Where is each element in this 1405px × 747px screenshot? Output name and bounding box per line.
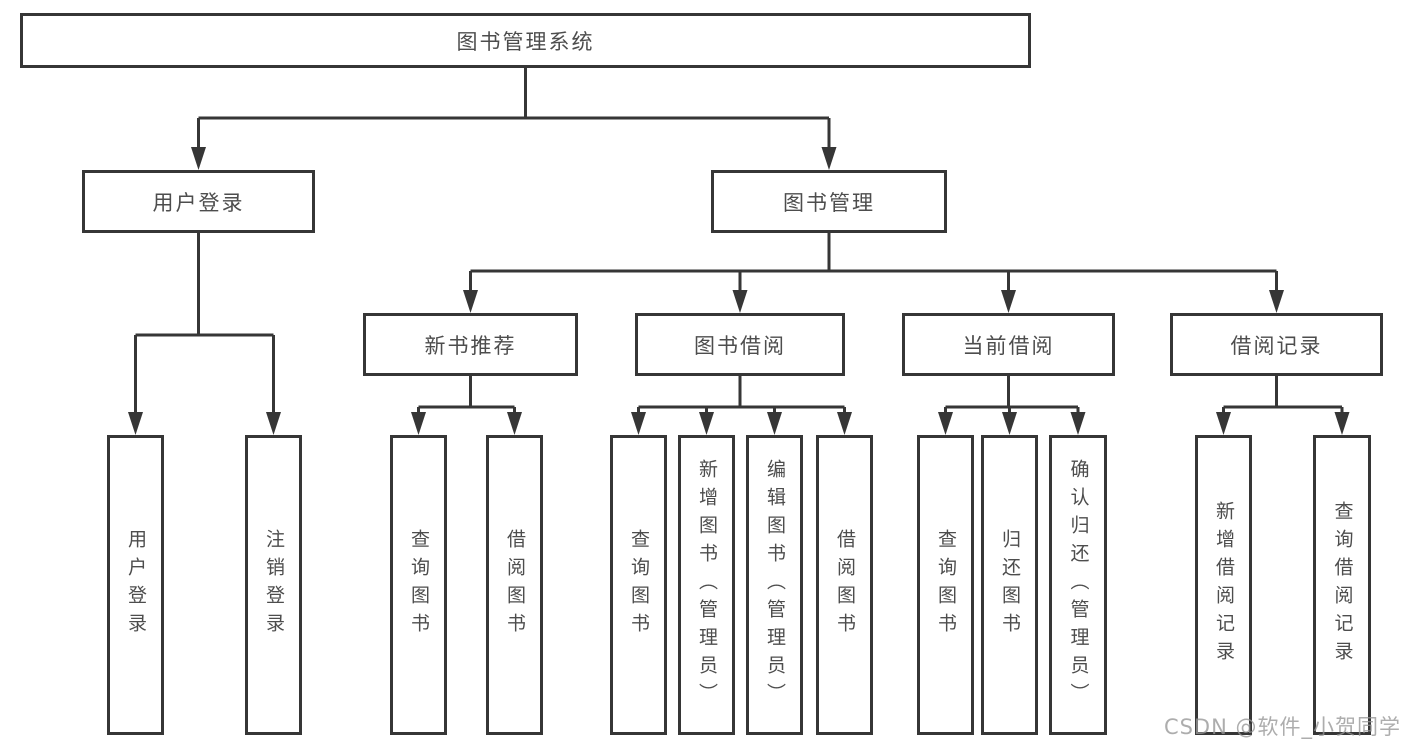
leaf-query-books: 查询图书 [390, 435, 447, 735]
leaf-label: 借阅图书 [504, 529, 526, 641]
node-user-login: 用户登录 [82, 170, 315, 233]
node-current-borrowing: 当前借阅 [902, 313, 1115, 376]
leaf-user-login: 用户登录 [107, 435, 164, 735]
leaf-label: 查询图书 [408, 529, 430, 641]
leaf-label: 查询图书 [935, 529, 957, 641]
leaf-query-books-3: 查询图书 [917, 435, 974, 735]
leaf-label: 查询图书 [628, 529, 650, 641]
leaf-label: 注销登录 [263, 529, 285, 641]
node-label: 图书借阅 [694, 333, 786, 358]
leaf-label: 确认归还（管理员） [1067, 459, 1090, 711]
leaf-label: 借阅图书 [834, 529, 856, 641]
leaf-label: 新增图书（管理员） [696, 459, 718, 711]
leaf-return-books: 归还图书 [981, 435, 1038, 735]
leaf-label: 新增借阅记录 [1213, 501, 1235, 669]
leaf-query-books-2: 查询图书 [610, 435, 667, 735]
node-borrowing-records: 借阅记录 [1170, 313, 1383, 376]
node-label: 用户登录 [152, 190, 245, 215]
node-label: 当前借阅 [962, 333, 1055, 358]
leaf-borrow-books-2: 借阅图书 [816, 435, 873, 735]
node-new-book-recommend: 新书推荐 [363, 313, 578, 376]
leaf-add-borrow-record: 新增借阅记录 [1195, 435, 1252, 735]
leaf-label: 用户登录 [125, 529, 147, 641]
arrowheads [128, 147, 1350, 435]
leaf-borrow-books: 借阅图书 [486, 435, 543, 735]
leaf-label: 查询借阅记录 [1331, 501, 1354, 669]
leaf-confirm-return-admin: 确认归还（管理员） [1049, 435, 1107, 735]
node-label: 图书管理系统 [456, 29, 595, 54]
node-label: 新书推荐 [424, 333, 517, 358]
node-label: 图书管理 [783, 190, 875, 215]
leaf-label: 编辑图书（管理员） [764, 459, 786, 711]
leaf-logout: 注销登录 [245, 435, 302, 735]
node-book-management: 图书管理 [711, 170, 947, 233]
leaf-edit-books-admin: 编辑图书（管理员） [746, 435, 803, 735]
leaf-query-borrow-record: 查询借阅记录 [1313, 435, 1371, 735]
leaf-label: 归还图书 [999, 529, 1021, 641]
leaf-add-books-admin: 新增图书（管理员） [678, 435, 735, 735]
csdn-watermark: CSDN @软件_小贺同学 [1163, 715, 1401, 739]
node-book-borrowing: 图书借阅 [635, 313, 845, 376]
node-label: 借阅记录 [1230, 333, 1323, 358]
node-library-system-root: 图书管理系统 [20, 13, 1031, 68]
